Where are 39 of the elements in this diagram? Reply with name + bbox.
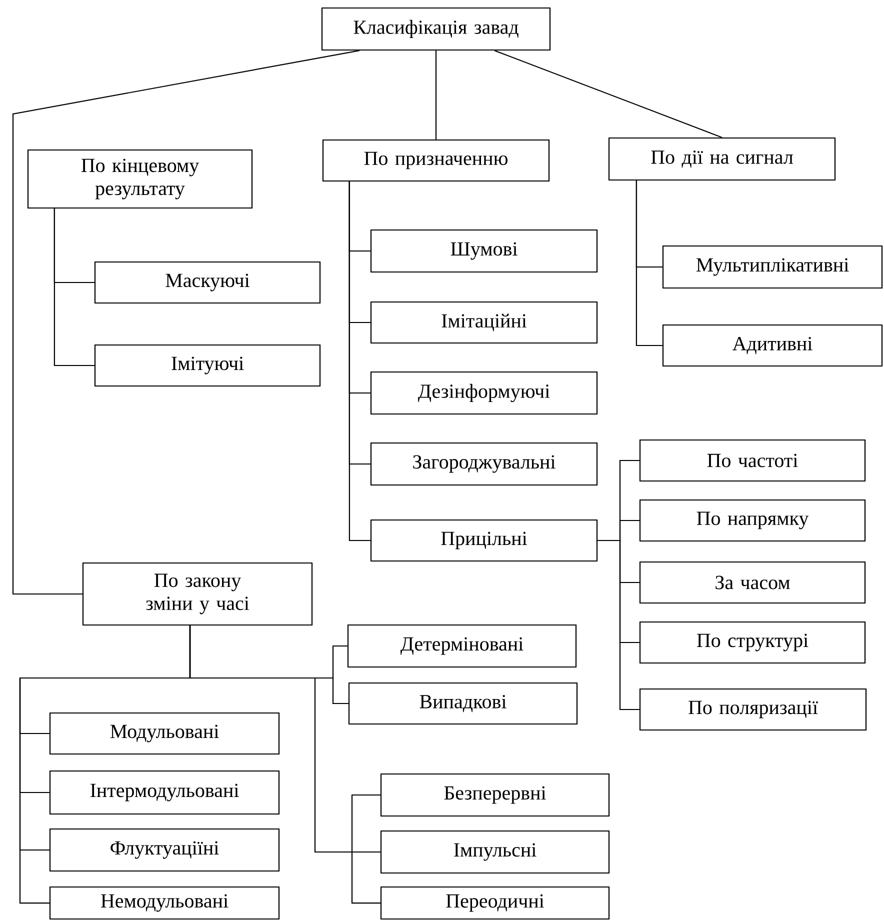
category-box: Дезінформуючі (370, 371, 598, 415)
category-box: По частоті (639, 439, 866, 482)
connector-line (435, 50, 437, 140)
category-box: По кінцевому результату (27, 149, 253, 209)
connector-line (351, 852, 380, 904)
connector-line (54, 208, 94, 366)
connector-line (494, 50, 722, 138)
category-box: Безперервні (380, 773, 610, 817)
category-box: За часом (639, 561, 866, 604)
category-box: По поляризації (639, 688, 867, 731)
category-box: Імітаційні (370, 301, 598, 344)
category-box: Модульовані (49, 712, 280, 755)
category-box: Немодульовані (49, 886, 280, 920)
category-box: По закону зміни у часі (82, 562, 313, 626)
category-box: Прицільні (370, 519, 598, 562)
connector-line (19, 626, 191, 904)
category-box: Шумові (370, 229, 598, 273)
category-box: Мультиплікативні (662, 245, 883, 289)
category-box: Флуктуаціїні (49, 828, 280, 872)
category-box: Загороджувальні (370, 442, 598, 486)
category-box: По дії на сигнал (608, 137, 836, 181)
connector-line (352, 851, 380, 853)
category-box: По призначенню (322, 139, 550, 182)
category-box: Переодичні (380, 886, 610, 920)
connector-line (348, 182, 370, 542)
category-box: Детерміновані (347, 624, 577, 668)
category-box: Випадкові (348, 682, 578, 725)
connector-line (12, 50, 360, 595)
category-box: Інтермодульовані (49, 770, 280, 815)
category-box: Імпульсні (380, 830, 610, 874)
connector-line (636, 180, 662, 346)
category-box: По напрямку (639, 499, 866, 542)
category-box: Маскуючі (94, 261, 321, 304)
connector-line (351, 794, 380, 852)
category-box: По структурі (639, 621, 866, 664)
connector-line (598, 540, 640, 710)
category-box: Адитивні (662, 324, 883, 367)
category-box: Імітуючі (94, 344, 321, 387)
category-box: Класифікація завад (321, 7, 551, 51)
